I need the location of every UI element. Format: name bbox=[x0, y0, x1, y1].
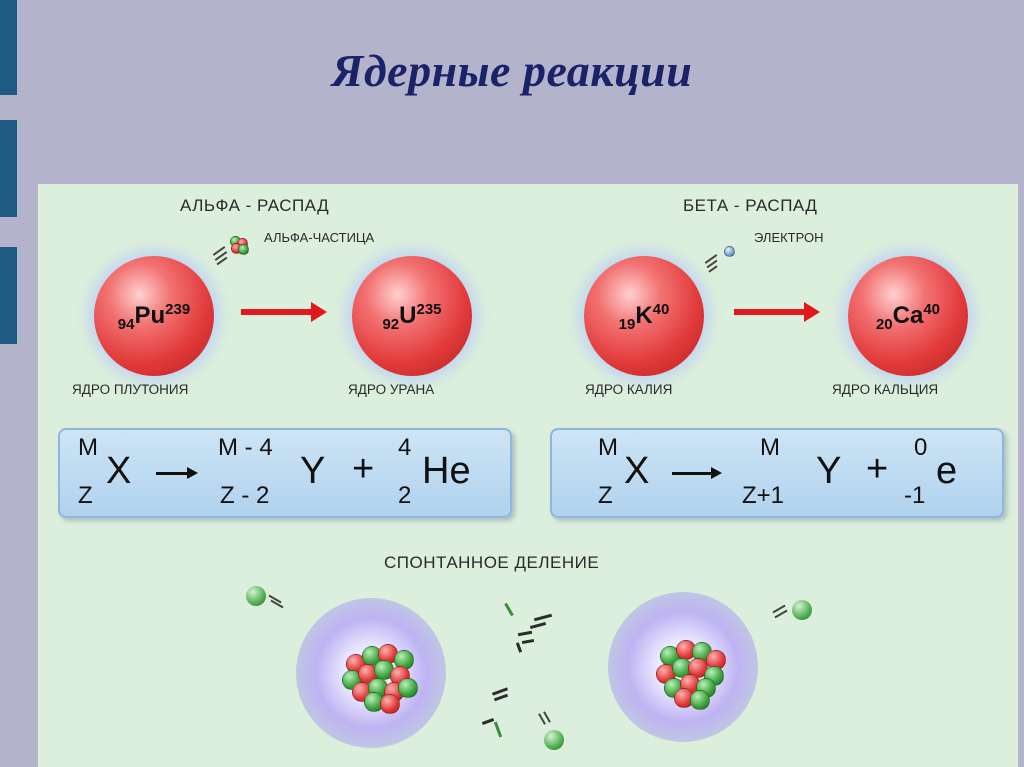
fission-heading: СПОНТАННОЕ ДЕЛЕНИЕ bbox=[384, 553, 599, 573]
beta-decay-arrow bbox=[734, 309, 806, 315]
beta-decay-heading: БЕТА - РАСПАД bbox=[683, 196, 817, 216]
neutron-top-right bbox=[772, 600, 816, 624]
calcium-nucleus: 20Ca40 bbox=[848, 256, 968, 376]
alpha-formula-x: X bbox=[106, 450, 131, 493]
potassium-nucleus: 19K40 bbox=[584, 256, 704, 376]
neutron-top-left bbox=[246, 586, 290, 610]
potassium-caption: ЯДРО КАЛИЯ bbox=[585, 382, 672, 397]
slide-title: Ядерные реакции bbox=[0, 44, 1024, 97]
alpha-decay-arrow bbox=[241, 309, 313, 315]
alpha-formula-he-top: 4 bbox=[398, 434, 411, 462]
calcium-symbol: Ca bbox=[893, 302, 924, 329]
electron-icon bbox=[700, 242, 740, 272]
alpha-formula-he-bottom: 2 bbox=[398, 482, 411, 510]
calcium-mass-number: 40 bbox=[923, 301, 940, 318]
left-accent-bar-3 bbox=[0, 247, 17, 344]
fission-fragment-left bbox=[338, 640, 418, 710]
beta-formula-plus: + bbox=[866, 448, 888, 491]
plutonium-symbol: Pu bbox=[134, 302, 165, 329]
beta-formula-x: X bbox=[624, 450, 649, 493]
alpha-particle-icon bbox=[210, 234, 250, 264]
beta-formula-e-bottom: -1 bbox=[904, 482, 925, 510]
beta-formula-e-top: 0 bbox=[914, 434, 927, 462]
beta-formula-arrow bbox=[672, 472, 712, 475]
uranium-mass-number: 235 bbox=[417, 301, 442, 318]
alpha-formula-arrow bbox=[156, 472, 188, 475]
calcium-caption: ЯДРО КАЛЬЦИЯ bbox=[832, 382, 938, 397]
alpha-particle-label: АЛЬФА-ЧАСТИЦА bbox=[264, 230, 374, 245]
uranium-symbol: U bbox=[399, 302, 416, 329]
beta-formula-m: M bbox=[598, 434, 618, 462]
alpha-formula-y-top: M - 4 bbox=[218, 434, 273, 462]
electron-label: ЭЛЕКТРОН bbox=[754, 230, 824, 245]
alpha-formula-plus: + bbox=[352, 448, 374, 491]
uranium-atomic-number: 92 bbox=[382, 316, 399, 333]
alpha-formula-z: Z bbox=[78, 482, 93, 510]
calcium-atomic-number: 20 bbox=[876, 316, 893, 333]
potassium-mass-number: 40 bbox=[653, 301, 670, 318]
plutonium-nucleus: 94Pu239 bbox=[94, 256, 214, 376]
alpha-formula-y: Y bbox=[300, 450, 325, 493]
beta-formula-y-bottom: Z+1 bbox=[742, 482, 784, 510]
plutonium-caption: ЯДРО ПЛУТОНИЯ bbox=[72, 382, 188, 397]
uranium-caption: ЯДРО УРАНА bbox=[348, 382, 434, 397]
beta-decay-formula: M Z X M Z+1 Y + 0 -1 e bbox=[550, 428, 1004, 518]
potassium-symbol: K bbox=[635, 302, 652, 329]
plutonium-mass-number: 239 bbox=[165, 301, 190, 318]
fission-debris bbox=[478, 602, 568, 752]
beta-formula-y: Y bbox=[816, 450, 841, 493]
potassium-atomic-number: 19 bbox=[619, 316, 636, 333]
fission-fragment-right bbox=[650, 636, 730, 706]
alpha-formula-m: M bbox=[78, 434, 98, 462]
plutonium-atomic-number: 94 bbox=[118, 316, 135, 333]
alpha-formula-y-bottom: Z - 2 bbox=[220, 482, 269, 510]
beta-formula-y-top: M bbox=[760, 434, 780, 462]
left-accent-bar-2 bbox=[0, 120, 17, 217]
alpha-decay-formula: M Z X M - 4 Z - 2 Y + 4 2 He bbox=[58, 428, 512, 518]
beta-formula-e: e bbox=[936, 450, 957, 493]
uranium-nucleus: 92U235 bbox=[352, 256, 472, 376]
alpha-decay-heading: АЛЬФА - РАСПАД bbox=[180, 196, 329, 216]
beta-formula-z: Z bbox=[598, 482, 613, 510]
diagram-panel: АЛЬФА - РАСПАД АЛЬФА-ЧАСТИЦА 94Pu239 92U… bbox=[38, 184, 1018, 767]
alpha-formula-he: He bbox=[422, 450, 471, 493]
